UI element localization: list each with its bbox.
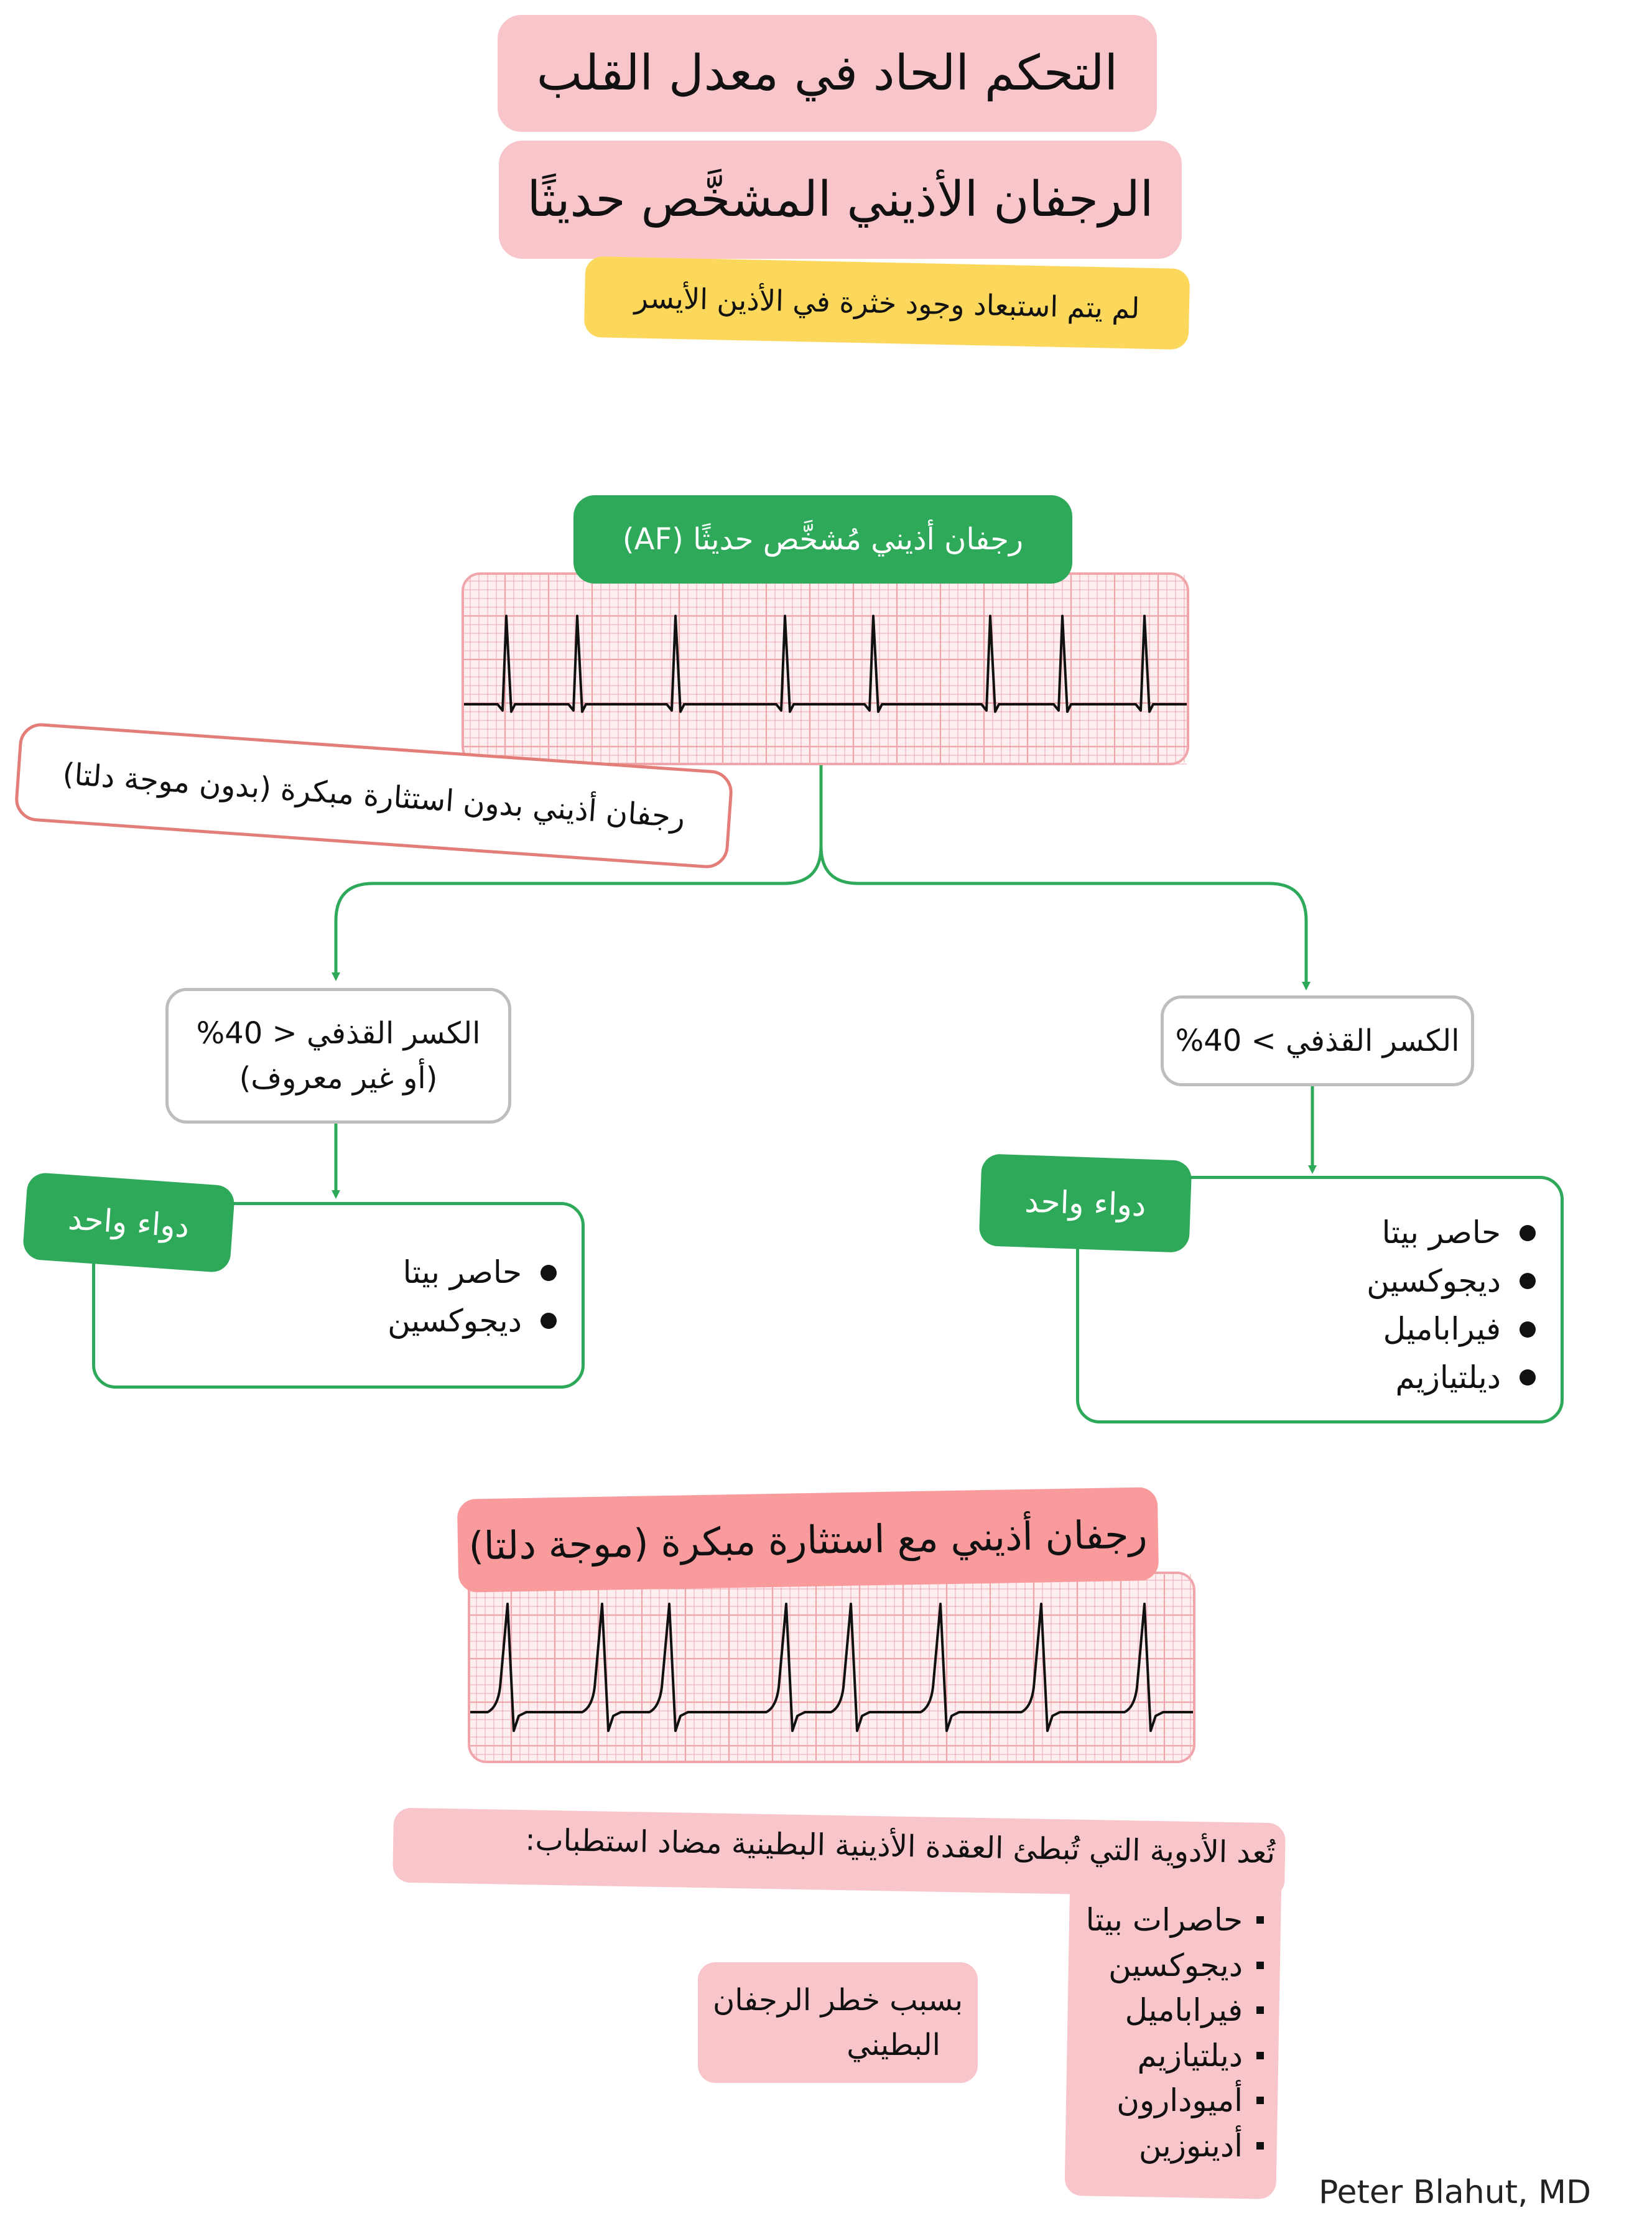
vf-risk-box: بسبب خطر الرجفان البطيني xyxy=(698,1962,978,2083)
list-item: حاصر بيتا xyxy=(1367,1209,1536,1257)
ef-high-condition-box: الكسر القذفي > 40% xyxy=(1161,995,1474,1086)
bullet-dot-icon xyxy=(1520,1273,1536,1290)
list-item: أدينوزين xyxy=(1052,2123,1264,2169)
ecg-strip-af xyxy=(462,572,1189,765)
preexcitation-label: رجفان أذيني مع استثارة مبكرة (موجة دلتا) xyxy=(457,1487,1159,1593)
bullet-square-icon xyxy=(1256,2006,1264,2015)
right-single-drug-tag: دواء واحد xyxy=(978,1153,1192,1253)
right-drug-box: حاصر بيتا ديجوكسين فيراباميل ديلتيازيم xyxy=(1076,1176,1564,1423)
ef-low-line1: الكسر القذفي < 40% xyxy=(196,1016,481,1051)
list-item: ديلتيازيم xyxy=(1052,2033,1264,2079)
bullet-dot-icon xyxy=(541,1264,557,1281)
list-item: أميودارون xyxy=(1052,2078,1264,2123)
right-drug-list: حاصر بيتا ديجوكسين فيراباميل ديلتيازيم xyxy=(1367,1209,1536,1402)
list-item: فيراباميل xyxy=(1367,1305,1536,1354)
ef-high-line: الكسر القذفي > 40% xyxy=(1175,1023,1460,1058)
ef-low-condition-box: الكسر القذفي < 40% (أو غير معروف) xyxy=(165,988,511,1124)
bullet-dot-icon xyxy=(1520,1321,1536,1338)
list-item: حاصر بيتا xyxy=(387,1249,557,1297)
bullet-square-icon xyxy=(1256,2097,1264,2105)
vf-risk-line2: البطيني xyxy=(847,2028,940,2062)
ecg-grid-bg xyxy=(462,572,1189,765)
vf-risk-line1: بسبب خطر الرجفان xyxy=(712,1983,963,2018)
author-credit: Peter Blahut, MD xyxy=(1319,2174,1592,2211)
bullet-square-icon xyxy=(1256,2141,1264,2150)
ecg-trace xyxy=(464,615,1187,713)
af-label: رجفان أذيني مُشخَّص حديثًا (AF) xyxy=(573,495,1072,584)
left-drug-list: حاصر بيتا ديجوكسين xyxy=(387,1249,557,1345)
ef-low-line2: (أو غير معروف) xyxy=(239,1061,438,1096)
trunk-line xyxy=(783,765,823,885)
left-single-drug-tag: دواء واحد xyxy=(22,1172,236,1274)
list-item: حاصرات بيتا xyxy=(1052,1898,1264,1943)
bullet-square-icon xyxy=(1256,2051,1264,2059)
ecg-strip-preexcitation xyxy=(468,1572,1195,1763)
page-subtitle: الرجفان الأذيني المشخَّص حديثًا xyxy=(499,141,1182,259)
page-title: التحكم الحاد في معدل القلب xyxy=(498,15,1157,132)
branch-right-line xyxy=(819,845,1311,990)
branch-left-line xyxy=(332,882,784,981)
list-item: ديجوكسين xyxy=(387,1297,557,1346)
bullet-square-icon xyxy=(1256,1916,1264,1924)
ecg-grid-lines xyxy=(470,1574,1193,1761)
ecg-trace xyxy=(470,1603,1193,1732)
bullet-dot-icon xyxy=(1520,1224,1536,1241)
bullet-dot-icon xyxy=(1520,1369,1536,1386)
list-item: ديجوكسين xyxy=(1367,1257,1536,1306)
list-item: فيراباميل xyxy=(1052,1988,1264,2033)
bullet-square-icon xyxy=(1256,1961,1264,1969)
list-item: ديلتيازيم xyxy=(1367,1354,1536,1402)
bullet-dot-icon xyxy=(541,1313,557,1330)
ecg-grid-lines xyxy=(464,575,1187,765)
list-item: ديجوكسين xyxy=(1052,1943,1264,1988)
contraindicated-drug-list: حاصرات بيتا ديجوكسين فيراباميل ديلتيازيم… xyxy=(1052,1898,1264,2168)
